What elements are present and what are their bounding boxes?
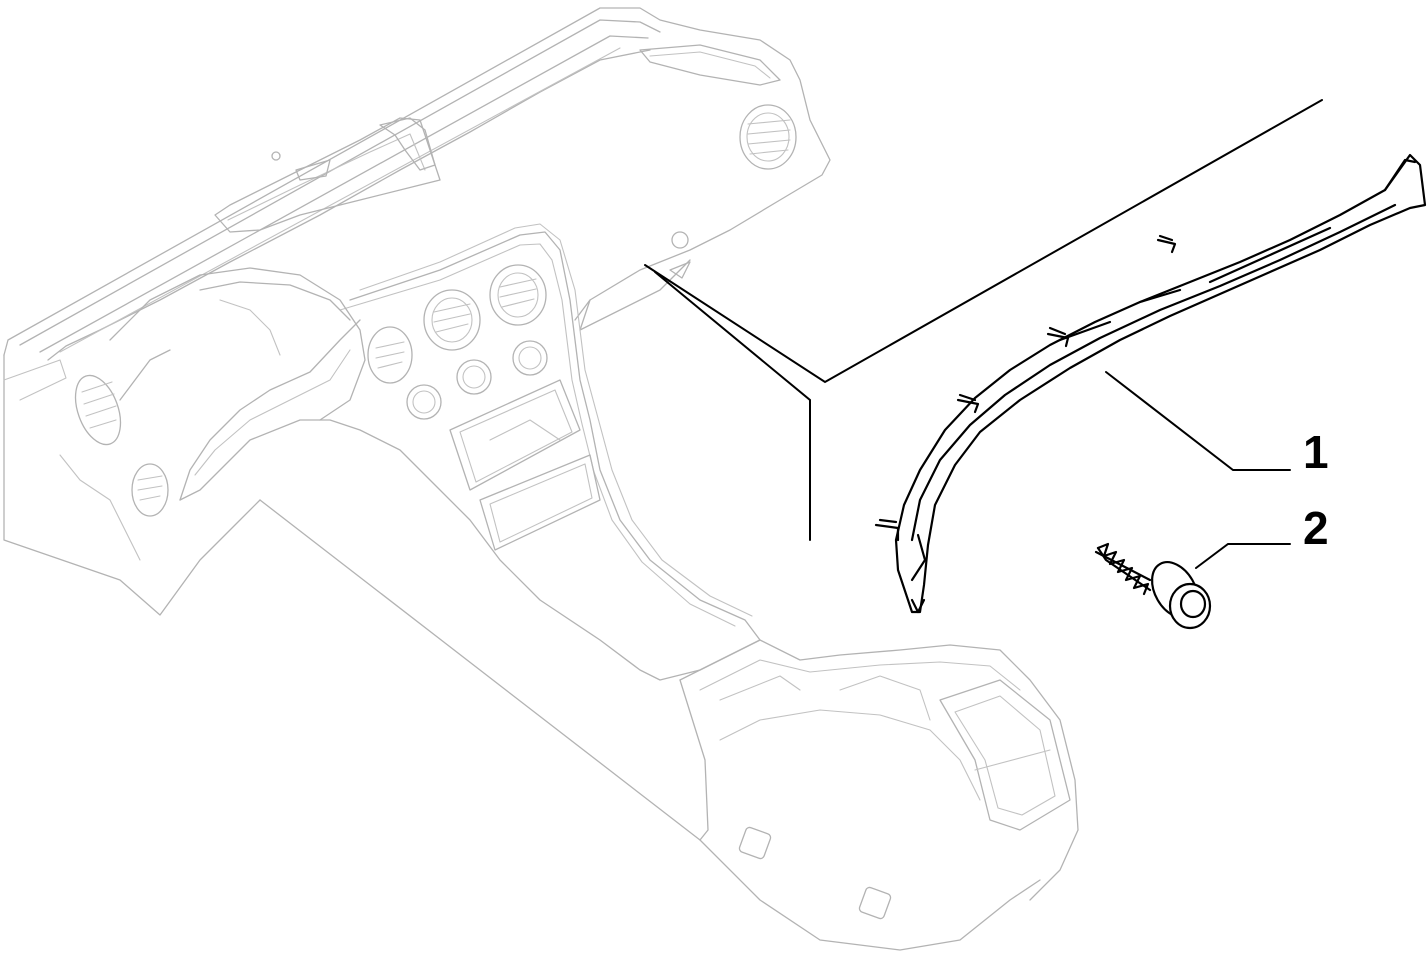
part-1-pillar-trim [874,153,1427,614]
callout-2: 2 [1303,502,1329,554]
center-gauges [406,340,548,420]
dashboard-assembly [3,7,1079,951]
callout-1: 1 [1303,426,1329,478]
center-vents [367,264,547,384]
leader-lines [644,99,1323,569]
part-2-screw [1094,542,1212,630]
